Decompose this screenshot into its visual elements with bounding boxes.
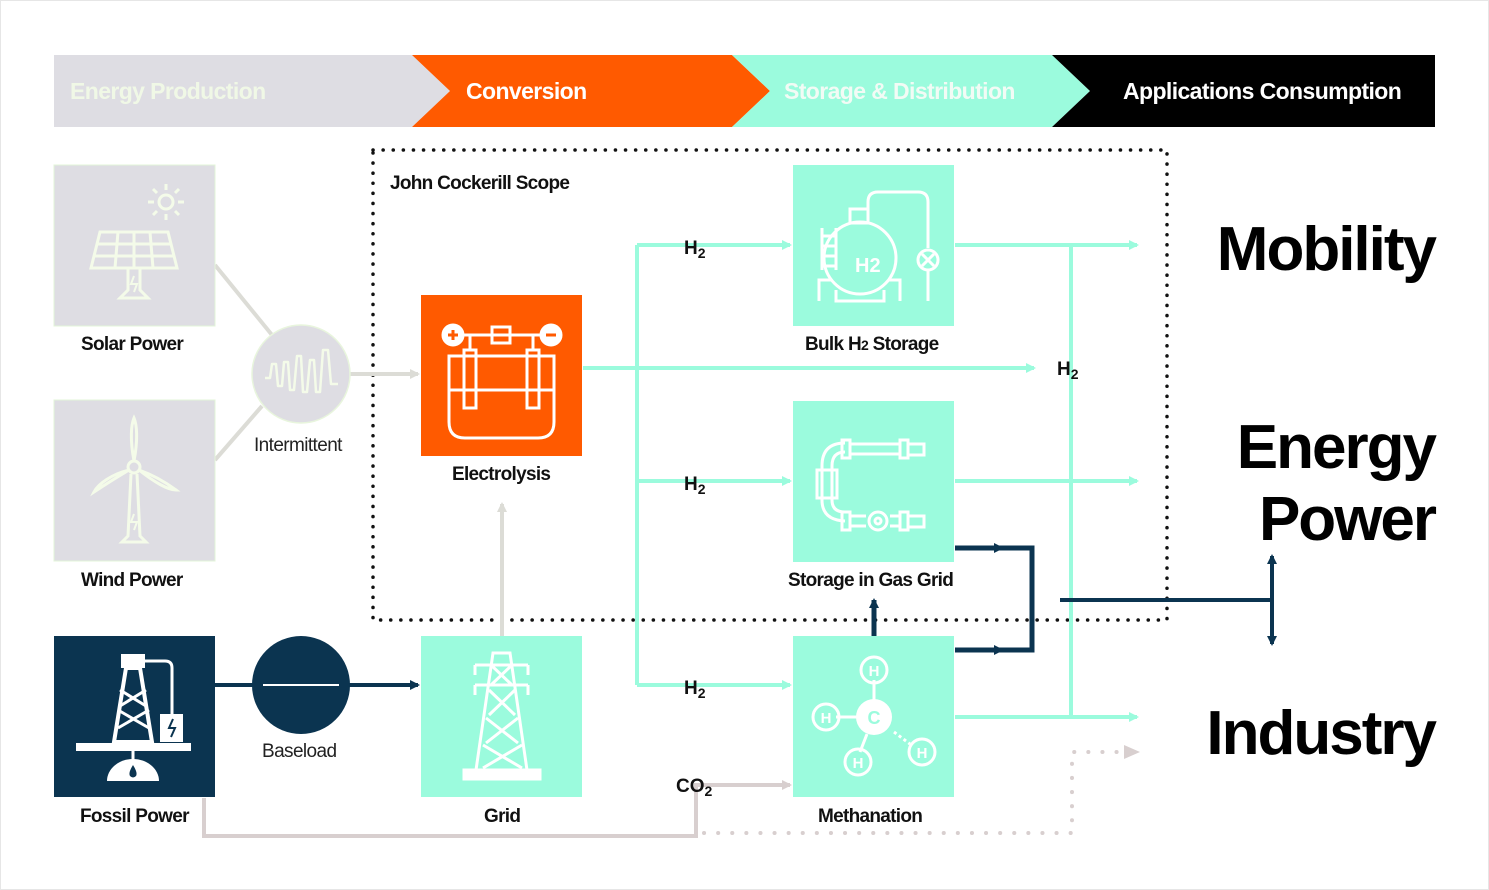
applications: Mobility Energy Power Industry	[1206, 215, 1439, 768]
application-industry: Industry	[1206, 699, 1437, 768]
hydrogen-atom: H	[917, 745, 928, 762]
application-energy: Energy	[1237, 413, 1438, 482]
storage-in-gas-grid-label: Storage in Gas Grid	[788, 570, 953, 591]
stage-energy-production	[54, 55, 450, 127]
hydrogen-atom: H	[821, 710, 832, 727]
power-pylon-icon	[462, 651, 542, 781]
solar-to-intermittent-line	[213, 263, 274, 337]
h2-label-bulk: H2	[684, 238, 706, 261]
fossil-power-label: Fossil Power	[80, 806, 190, 827]
carbon-atom: C	[868, 708, 881, 728]
hydrogen-atom: H	[853, 755, 864, 772]
co2-line	[202, 780, 792, 838]
stage-band: Energy Production Conversion Storage & D…	[54, 55, 1435, 127]
h2-tank-text: H2	[855, 255, 881, 277]
intermittent-label: Intermittent	[254, 435, 343, 456]
application-mobility: Mobility	[1217, 215, 1438, 284]
stage-label-conversion: Conversion	[466, 78, 587, 104]
node-electrolysis	[421, 295, 582, 456]
electrolysis-cell-icon	[441, 323, 563, 440]
node-grid	[421, 636, 582, 797]
stage-label-applications: Applications Consumption	[1123, 78, 1401, 104]
application-power: Power	[1259, 485, 1437, 554]
co2-dotted-path	[702, 750, 1124, 835]
oil-rig-icon	[76, 654, 191, 781]
hydrogen-atom: H	[869, 663, 880, 680]
baseload-indicator	[252, 636, 350, 734]
h2-tank-icon: H2	[817, 190, 940, 303]
pipeline-icon	[815, 438, 926, 532]
node-fossil-power	[54, 636, 215, 797]
node-methanation: C H H H H	[793, 636, 954, 797]
wave-signal-icon	[265, 348, 338, 394]
node-storage-in-gas-grid	[793, 401, 954, 562]
flow-labels: H2 H2 H2 H2 CO2	[676, 238, 1079, 799]
methane-molecule-icon: C H H H H	[811, 655, 937, 777]
h2-label-gas-grid: H2	[684, 474, 706, 497]
baseload-label: Baseload	[262, 741, 336, 762]
node-wind-power	[53, 399, 216, 562]
solar-power-label: Solar Power	[81, 334, 184, 355]
wind-to-intermittent-line	[213, 404, 264, 462]
stage-conversion	[412, 55, 770, 127]
stage-label-storage-distribution: Storage & Distribution	[784, 78, 1015, 104]
intermittent-indicator	[251, 324, 351, 424]
scope-boundary	[371, 148, 1169, 622]
h2-label-direct: H2	[1057, 359, 1079, 382]
h2-label-methanation: H2	[684, 678, 706, 701]
solar-panel-icon	[89, 184, 184, 300]
wind-power-label: Wind Power	[81, 570, 184, 591]
wind-turbine-icon	[90, 414, 181, 544]
scope-label: John Cockerill Scope	[390, 173, 569, 194]
grid-label: Grid	[484, 806, 520, 827]
electrolysis-label: Electrolysis	[452, 464, 550, 485]
stage-storage-distribution	[732, 55, 1090, 127]
stage-label-energy-production: Energy Production	[70, 78, 266, 104]
stage-applications	[1052, 55, 1435, 127]
methanation-label: Methanation	[818, 806, 922, 827]
co2-dotted-arrowhead	[1124, 745, 1140, 759]
connectors	[202, 240, 1277, 838]
navy-return-bracket	[1000, 545, 1035, 653]
bulk-h2-storage-label: Bulk H2 Storage	[805, 334, 939, 355]
node-bulk-h2-storage: H2	[793, 165, 954, 326]
node-solar-power	[53, 164, 216, 327]
co2-label: CO2	[676, 776, 713, 799]
